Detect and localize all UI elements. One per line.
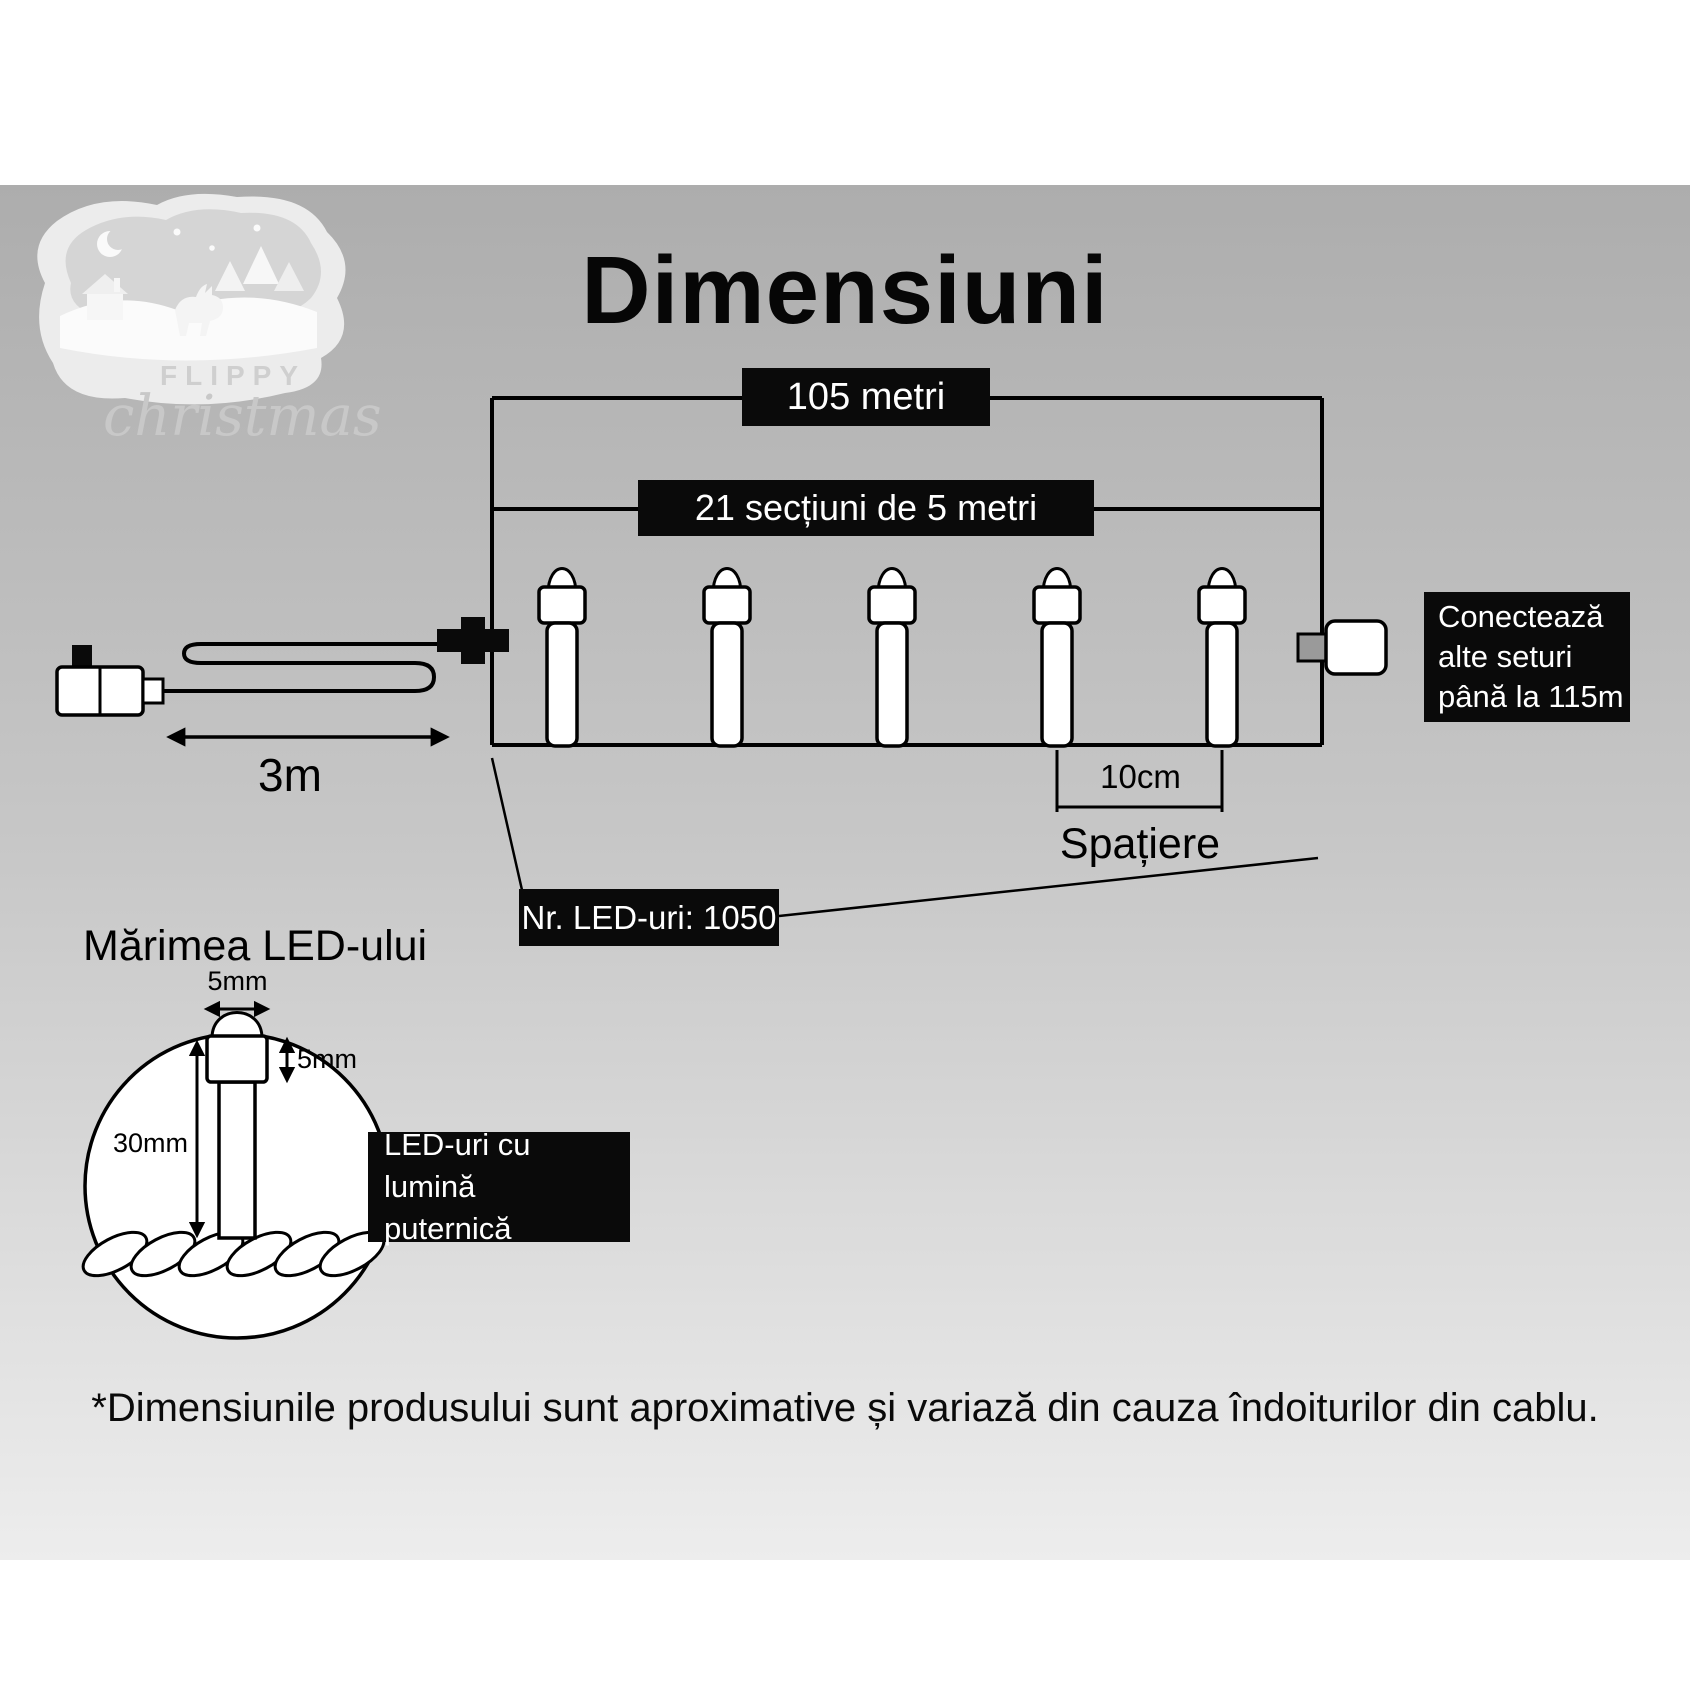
- deer-icon: [175, 284, 223, 336]
- lead-wire: [163, 642, 440, 693]
- led-bulb: [1032, 567, 1082, 748]
- brand-script-name: christmas: [103, 384, 382, 449]
- end-connector-icon: [1296, 619, 1388, 676]
- sections-label: 21 secțiuni de 5 metri: [638, 480, 1094, 536]
- led-total-height-text: 30mm: [112, 1128, 188, 1158]
- led-bulb: [1197, 567, 1247, 748]
- led-count-label: Nr. LED-uri: 1050: [519, 889, 779, 946]
- star-icon: [253, 224, 261, 232]
- led-width-text: 5mm: [207, 966, 268, 996]
- led-bulb: [867, 567, 917, 748]
- tree-icon: [274, 262, 304, 291]
- total-length-label: 105 metri: [742, 368, 990, 426]
- connect-more-sets-label: Conectează alte seturi până la 115m: [1424, 592, 1630, 722]
- dimension-arrows: [188, 1000, 296, 1239]
- led-count-pointer-lines: [490, 757, 1319, 918]
- spacing-bracket: [1055, 750, 1224, 812]
- led-bulb: [702, 567, 752, 748]
- page-title: Dimensiuni: [581, 237, 1109, 344]
- power-plug-icon: [55, 645, 165, 717]
- lead-length-text: 3m: [258, 749, 322, 801]
- star-icon: [209, 245, 215, 251]
- inline-connector-icon: [437, 617, 509, 664]
- tree-icon: [243, 246, 279, 284]
- led-size-heading: Mărimea LED-ului: [83, 922, 428, 970]
- tree-icon: [215, 261, 245, 291]
- led-cap-height-text: 5mm: [297, 1044, 357, 1074]
- brand-name: FLIPPY: [159, 360, 306, 391]
- house-icon: [87, 292, 123, 320]
- spacing-caption-text: Spațiere: [1059, 820, 1221, 868]
- winter-scene-icon: [37, 193, 346, 405]
- spacing-value-text: 10cm: [1100, 758, 1181, 795]
- bright-led-label: LED-uri cu lumină puternică: [368, 1127, 630, 1246]
- disclaimer-text: *Dimensiunile produsului sunt aproximati…: [91, 1386, 1599, 1430]
- led-bulb: [537, 567, 587, 748]
- star-icon: [173, 228, 181, 236]
- magnified-led: [205, 1011, 269, 1240]
- brand-logo: FLIPPY christmas: [25, 188, 382, 449]
